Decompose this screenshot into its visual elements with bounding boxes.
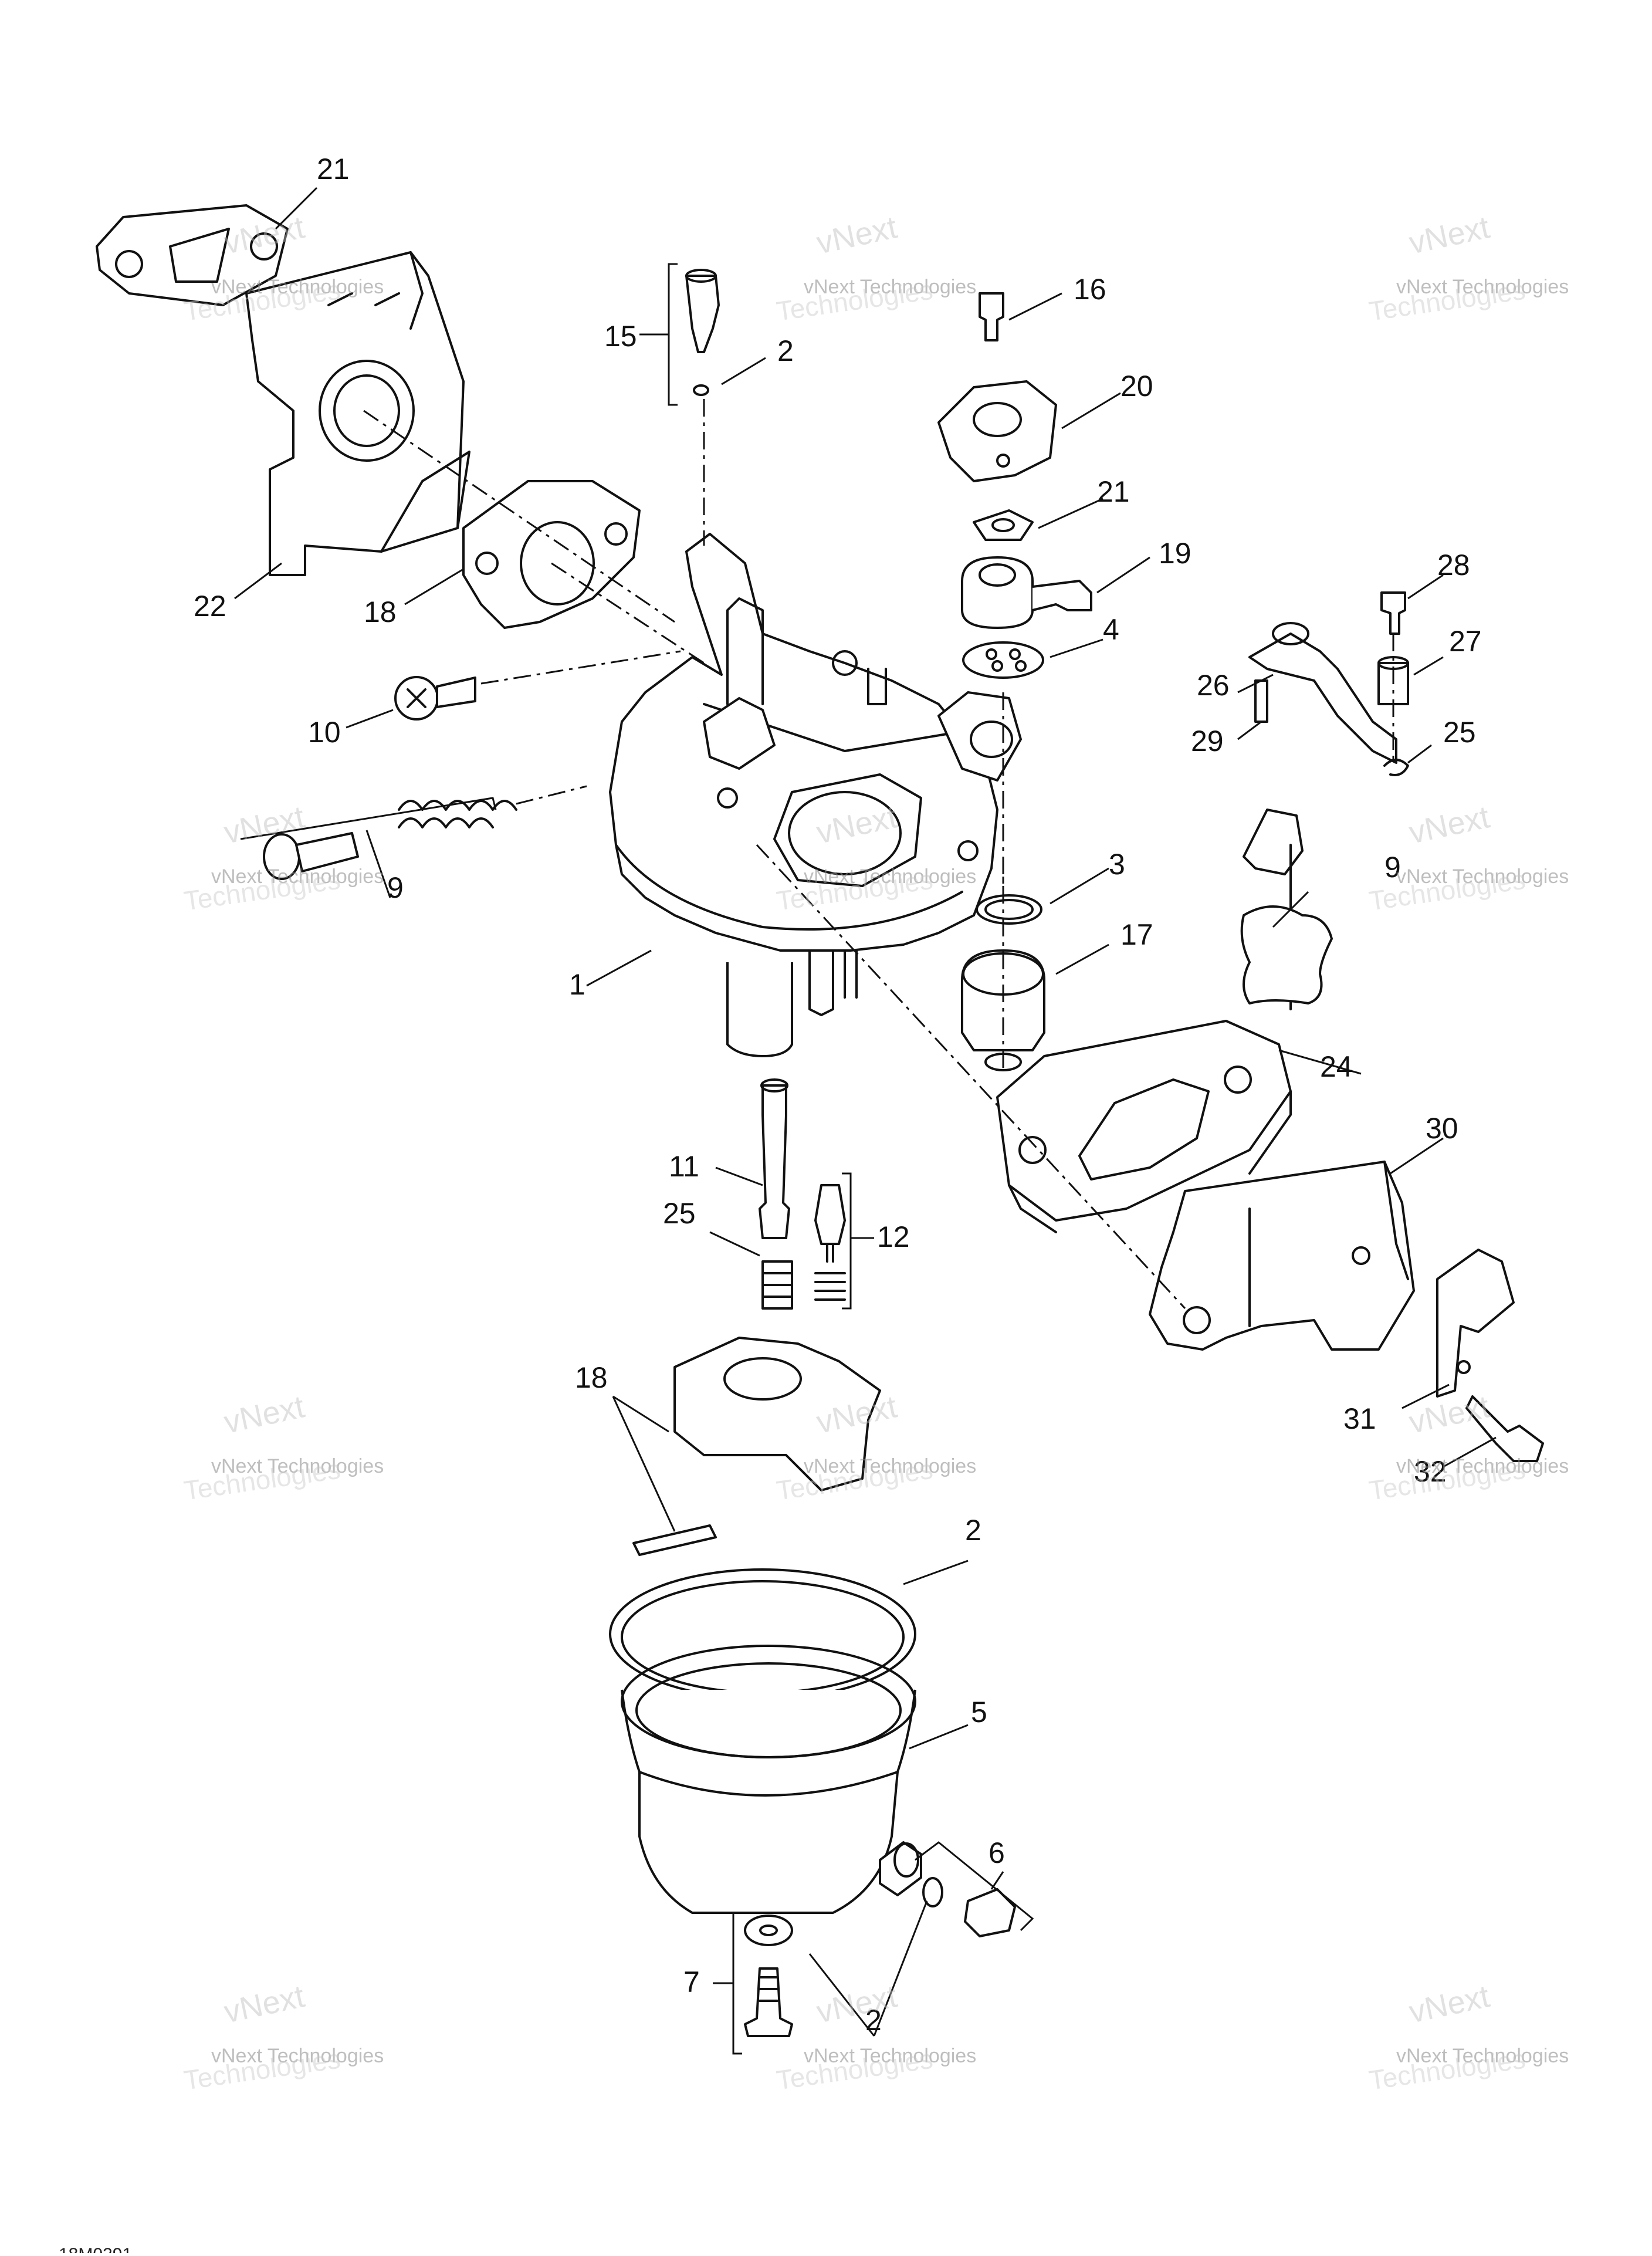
- part-11-main-nozzle: [759, 1078, 790, 1239]
- part-8-bowl-bolt: [744, 1915, 793, 2037]
- part-28-screw: [1380, 591, 1406, 635]
- watermark-xl: vNext vNext Technologies Technologies: [182, 1978, 384, 2095]
- svg-text:vNext Technologies: vNext Technologies: [211, 865, 384, 888]
- part-16-float: [632, 1337, 881, 1556]
- svg-text:vNext: vNext: [1406, 799, 1493, 850]
- callout-31: 30: [1426, 1112, 1458, 1145]
- callout-26: 26: [1197, 669, 1230, 702]
- watermark-tr: vNext vNext Technologies Technologies: [1367, 209, 1569, 326]
- callout-2-bottom: 2: [865, 2004, 882, 2037]
- watermark-xc: vNext vNext Technologies Technologies: [774, 1978, 976, 2095]
- svg-text:vNext: vNext: [1406, 1389, 1493, 1440]
- svg-text:vNext Technologies: vNext Technologies: [211, 276, 384, 298]
- svg-text:vNext: vNext: [1406, 209, 1493, 261]
- part-3-o-ring: [976, 894, 1042, 925]
- callout-13: 15: [604, 320, 637, 353]
- callout-27: 27: [1449, 625, 1482, 658]
- part-13-pilot-screw: [685, 269, 720, 396]
- group-brackets: [240, 263, 1034, 2055]
- part-29-pin: [1254, 679, 1268, 723]
- svg-text:vNext Technologies: vNext Technologies: [1396, 2045, 1569, 2067]
- assembly-centerlines: [363, 399, 1394, 1310]
- callout-11: 11: [669, 1150, 699, 1183]
- callout-24: 22: [194, 590, 226, 623]
- part-25-main-jet: [761, 1260, 793, 1310]
- callout-3: 3: [1109, 848, 1125, 881]
- part-21-gasket: [996, 1020, 1292, 1233]
- callout-19: 21: [1097, 475, 1130, 508]
- callout-7: 9: [387, 871, 404, 904]
- svg-text:vNext: vNext: [1406, 1978, 1493, 2030]
- part-20-gasket: [462, 480, 641, 629]
- callout-22: 25: [1443, 716, 1476, 749]
- part-4-washer: [962, 641, 1044, 679]
- part-1-carburetor-body: [609, 533, 1022, 1057]
- callout-15: 17: [1120, 918, 1153, 951]
- callout-25: 25: [663, 1197, 696, 1230]
- part-10-throttle-stop-screw: [394, 676, 476, 721]
- part-31-bracket: [1149, 1161, 1415, 1351]
- part-19-clip: [973, 509, 1034, 541]
- svg-text:vNext: vNext: [221, 1978, 308, 2030]
- part-5-float-bowl: [621, 1645, 922, 1914]
- callout-1: 1: [569, 968, 585, 1001]
- callout-32: 32: [1414, 1455, 1447, 1488]
- svg-text:vNext Technologies: vNext Technologies: [1396, 865, 1569, 888]
- svg-text:vNext: vNext: [814, 1978, 901, 2030]
- callout-20: 18: [364, 596, 397, 628]
- callout-4: 4: [1103, 613, 1119, 646]
- svg-text:vNext Technologies: vNext Technologies: [804, 276, 976, 298]
- callout-5: 5: [971, 1696, 987, 1729]
- callout-28: 28: [1437, 549, 1470, 581]
- part-7-pilot-screw-spring: [263, 800, 517, 880]
- svg-text:vNext Technologies: vNext Technologies: [804, 2045, 976, 2067]
- part-26-choke-lever: [1248, 622, 1397, 764]
- watermark-tc: vNext vNext Technologies Technologies: [774, 209, 976, 326]
- svg-text:vNext Technologies: vNext Technologies: [211, 2045, 384, 2067]
- callout-2-top: 2: [777, 334, 794, 367]
- callout-8: 7: [683, 1966, 700, 1998]
- part-24-bracket: [245, 251, 470, 576]
- part-23-gasket: [96, 204, 289, 306]
- callout-18: 20: [1120, 370, 1153, 403]
- callout-16: 18: [575, 1361, 608, 1394]
- callout-2-ring: 2: [965, 1514, 981, 1547]
- part-17-lever: [961, 556, 1092, 629]
- part-14-screw: [979, 292, 1004, 341]
- callout-6: 6: [989, 1836, 1005, 1869]
- part-6-drain-screw: [922, 1877, 1016, 1937]
- callout-14: 16: [1074, 273, 1106, 306]
- svg-text:vNext Technologies: vNext Technologies: [211, 1455, 384, 1477]
- part-22-clip: [1383, 759, 1409, 776]
- part-9-choke-valve: [1240, 809, 1333, 1010]
- part-32-bolt: [1465, 1395, 1544, 1462]
- callout-29: 29: [1191, 725, 1224, 757]
- part-12-float-needle: [814, 1184, 846, 1301]
- part-18-plate: [937, 380, 1057, 482]
- callout-12: 12: [877, 1220, 910, 1253]
- part-30-clip: [1436, 1249, 1515, 1398]
- watermark-bl: vNext vNext Technologies Technologies: [182, 1389, 384, 1506]
- svg-text:vNext: vNext: [221, 1389, 308, 1440]
- callout-17: 19: [1159, 537, 1191, 570]
- callout-21: 24: [1320, 1050, 1353, 1083]
- svg-text:vNext Technologies: vNext Technologies: [804, 865, 976, 888]
- svg-text:vNext Technologies: vNext Technologies: [1396, 276, 1569, 298]
- svg-text:vNext Technologies: vNext Technologies: [804, 1455, 976, 1477]
- watermark-xr: vNext vNext Technologies Technologies: [1367, 1978, 1569, 2095]
- svg-text:vNext: vNext: [814, 209, 901, 261]
- callout-30: 31: [1343, 1402, 1376, 1435]
- drawing-code: 18M0291: [59, 2245, 132, 2253]
- callout-9: 9: [1384, 851, 1401, 884]
- leader-lines: [234, 187, 1497, 2037]
- callout-23: 21: [317, 153, 350, 185]
- callout-labels: 21 22 18 10 9 1 15 2 16 20 21 19 4 3 17 …: [194, 153, 1482, 2037]
- svg-text:vNext Technologies: vNext Technologies: [1396, 1455, 1569, 1477]
- callout-10: 10: [308, 716, 341, 749]
